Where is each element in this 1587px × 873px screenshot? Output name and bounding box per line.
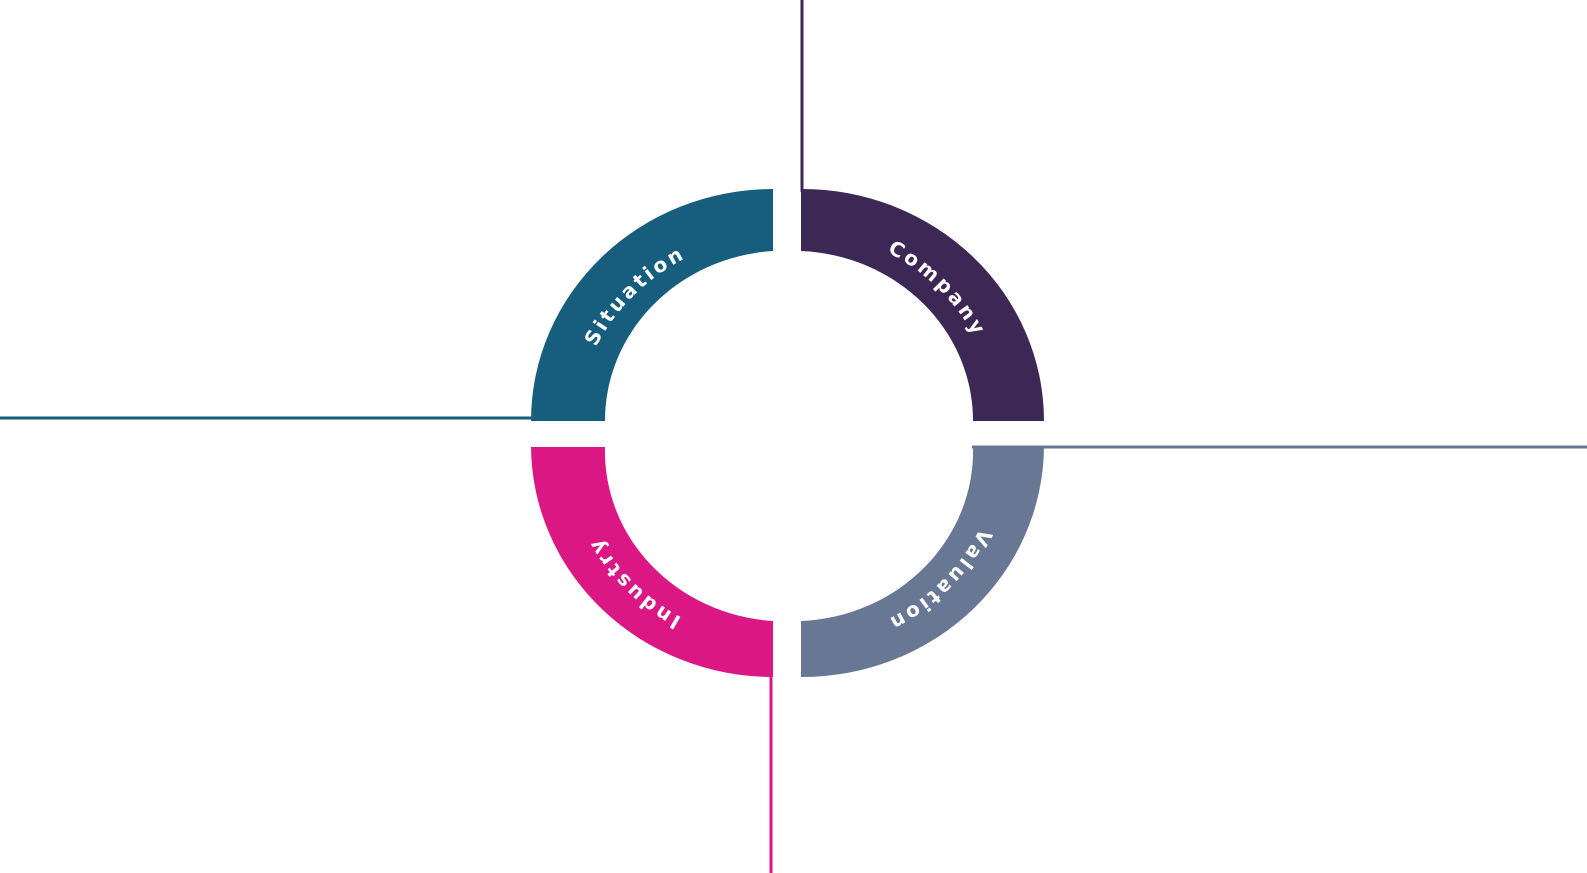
company-segment: [801, 188, 1044, 421]
valuation-segment: [801, 447, 1044, 678]
situation-segment: [531, 189, 773, 421]
industry-segment: [531, 447, 773, 677]
